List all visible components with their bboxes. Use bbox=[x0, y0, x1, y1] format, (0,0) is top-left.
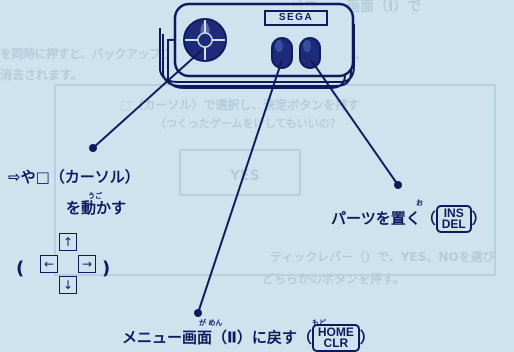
menu-label-ruby-2: もど bbox=[312, 319, 326, 327]
del-key-label: DEL bbox=[441, 217, 466, 231]
menu-label-text: メニュー画面（Ⅱ）に戻す（ bbox=[122, 328, 312, 347]
left-arrow-key: ← bbox=[40, 255, 58, 273]
down-arrow-key: ↓ bbox=[59, 276, 77, 294]
clr-key-label: CLR bbox=[323, 336, 349, 350]
menu-label-close: ） bbox=[359, 328, 375, 347]
arrow-open-paren: ( bbox=[16, 258, 25, 279]
background-text-4: □（カーソル）で選択し、決定ボタンを押す bbox=[120, 98, 360, 112]
arrow-close-paren: ) bbox=[102, 258, 111, 279]
place-label-close: ） bbox=[471, 209, 487, 228]
ins-key-label: INS bbox=[443, 206, 464, 220]
background-text-yes: YES bbox=[230, 168, 260, 184]
sega-logo: SEGA bbox=[278, 12, 314, 23]
background-text-3: 消去されます。 bbox=[0, 68, 83, 82]
home-key-label: HOME bbox=[317, 325, 354, 339]
place-label-text: パーツを置く（ bbox=[331, 209, 436, 228]
menu-label-ruby-1: が めん bbox=[199, 319, 223, 327]
right-arrow-key: → bbox=[78, 255, 96, 273]
cursor-label-ruby: うご bbox=[88, 192, 102, 200]
up-arrow-key: ↑ bbox=[59, 233, 77, 251]
background-text-5: （つくったゲームをけしてもいいの？ bbox=[155, 117, 341, 130]
dpad-icon bbox=[183, 18, 227, 62]
place-label-ruby: お bbox=[416, 199, 423, 207]
cursor-label-line2: を動かす bbox=[66, 199, 127, 217]
background-text-6: ティックレバー（）で、YES、NOを選び bbox=[270, 250, 495, 264]
cursor-label-line1: ⇨や□（カーソル） bbox=[8, 168, 140, 186]
